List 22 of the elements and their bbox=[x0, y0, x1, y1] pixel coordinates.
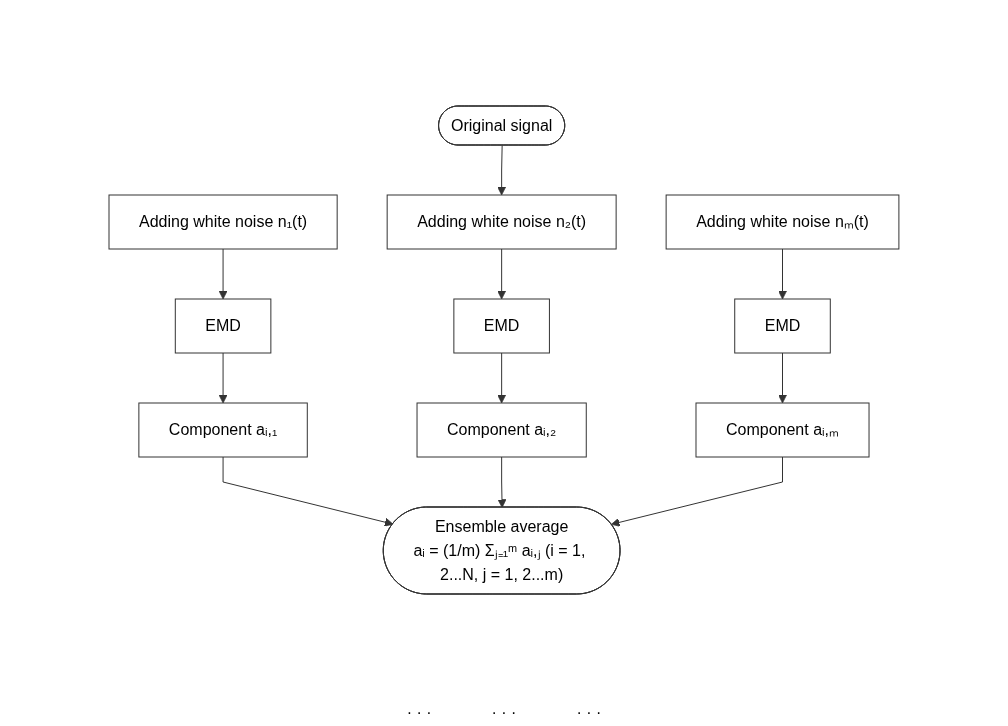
node-box: Component aᵢ,₁ bbox=[138, 402, 308, 458]
ellipsis-label: · · · bbox=[406, 704, 432, 722]
arrow bbox=[218, 352, 228, 404]
arrow bbox=[218, 248, 228, 300]
arrow bbox=[497, 352, 507, 404]
node-box: Adding white noise n₁(t) bbox=[108, 194, 338, 250]
node-box: EMD bbox=[174, 298, 272, 354]
node-box: Adding white noise nₘ(t) bbox=[665, 194, 900, 250]
arrow bbox=[497, 248, 507, 300]
arrow bbox=[611, 456, 784, 527]
ellipsis-label: · · · bbox=[576, 704, 602, 722]
arrow bbox=[778, 248, 787, 300]
ellipsis-label: · · · bbox=[491, 704, 517, 722]
node-box: EMD bbox=[453, 298, 550, 354]
node-box: Adding white noise n₂(t) bbox=[386, 194, 617, 250]
arrow bbox=[497, 456, 507, 508]
node-box: EMD bbox=[734, 298, 831, 354]
arrow bbox=[222, 456, 394, 527]
arrow bbox=[778, 352, 787, 404]
node-box: Component aᵢ,ₘ bbox=[695, 402, 870, 458]
arrow bbox=[497, 145, 507, 196]
node-box: Component aᵢ,₂ bbox=[416, 402, 587, 458]
